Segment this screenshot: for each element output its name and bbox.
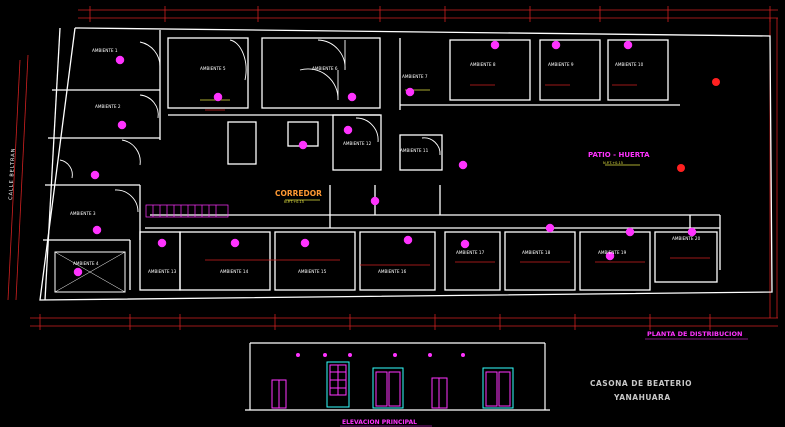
main-elevation: [245, 342, 550, 411]
elevation-door-left: [271, 379, 287, 409]
door-swings: [59, 39, 441, 213]
patio-level: N.P.T.+0.15: [603, 161, 623, 165]
elevation-title: ELEVACION PRINCIPAL: [342, 419, 417, 426]
elevation-window: [326, 361, 350, 408]
red-level-markers: [677, 78, 720, 172]
corridor-level: N.P.T.+0.15: [284, 200, 304, 204]
room-label-20: AMBIENTE 20: [672, 236, 701, 241]
corridor-label: CORREDOR: [275, 189, 322, 198]
room-label-9: AMBIENTE 9: [548, 62, 574, 67]
patio-label: PATIO - HUERTA: [588, 151, 650, 159]
room-label-18: AMBIENTE 18: [522, 250, 551, 255]
room-label-16: AMBIENTE 16: [378, 269, 407, 274]
room-markers: [73, 40, 697, 277]
room-label-4: AMBIENTE 4: [73, 261, 99, 266]
room-label-8: AMBIENTE 8: [470, 62, 496, 67]
room-label-3: AMBIENTE 3: [70, 211, 96, 216]
street-label: CALLE BELTRAN: [8, 147, 17, 200]
room-label-7: AMBIENTE 7: [402, 74, 428, 79]
room-label-12: AMBIENTE 12: [343, 141, 372, 146]
room-label-17: AMBIENTE 17: [456, 250, 485, 255]
project-title-line1: CASONA DE BEATERIO: [590, 379, 692, 388]
plan-title: PLANTA DE DISTRIBUCION: [647, 330, 742, 338]
elevation-door-right: [482, 367, 514, 409]
room-label-11: AMBIENTE 11: [400, 148, 429, 153]
project-title-line2: YANAHUARA: [613, 393, 671, 402]
room-label-19: AMBIENTE 19: [598, 250, 627, 255]
room-label-1: AMBIENTE 1: [92, 48, 118, 53]
plan-detail-marks: [200, 84, 710, 266]
floor-plan-walls: [39, 27, 773, 301]
room-label-10: AMBIENTE 10: [615, 62, 644, 67]
room-label-5: AMBIENTE 5: [200, 66, 226, 71]
stairs: [145, 204, 229, 218]
room-label-6: AMBIENTE 6: [312, 66, 338, 71]
room-label-15: AMBIENTE 15: [298, 269, 327, 274]
room-label-2: AMBIENTE 2: [95, 104, 121, 109]
room-label-14: AMBIENTE 14: [220, 269, 249, 274]
elevation-door-main: [372, 367, 404, 409]
elevation-door-middle: [431, 377, 448, 409]
room-label-13: AMBIENTE 13: [148, 269, 177, 274]
